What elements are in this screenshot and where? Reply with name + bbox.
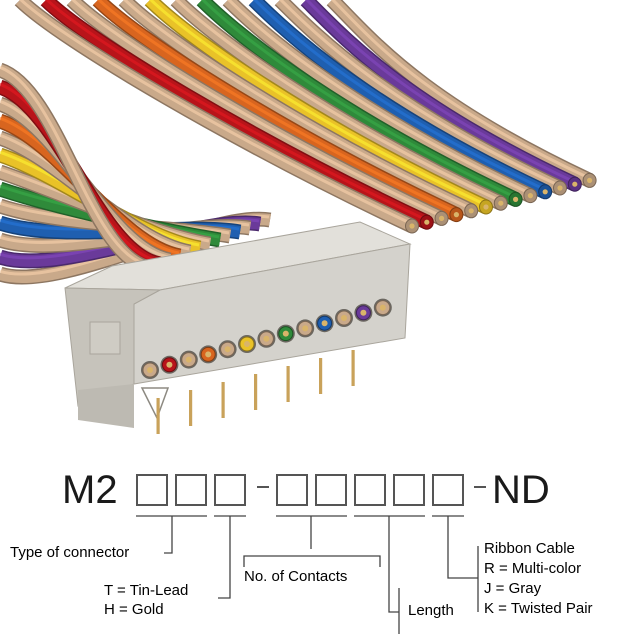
wire-core — [513, 196, 519, 202]
part-number-box-length-2 — [393, 474, 425, 506]
connector-pin — [319, 358, 323, 394]
label-number-of-contacts: No. of Contacts — [244, 568, 348, 585]
contact-core — [282, 330, 289, 337]
wire-core — [527, 193, 534, 199]
connector-pin — [254, 374, 258, 410]
wire-core — [498, 200, 504, 206]
contact-core — [379, 304, 386, 311]
connector-housing — [64, 221, 412, 434]
back-wire-highlight — [122, 0, 470, 210]
label-cable-twisted-pair: K = Twisted Pair — [484, 600, 593, 617]
wire-core — [557, 185, 563, 191]
part-number-dash-1 — [257, 486, 269, 488]
contact-core — [166, 361, 173, 368]
polarization-key-mark — [140, 387, 170, 420]
label-plating-tin-lead: T = Tin-Lead — [104, 582, 189, 599]
contact-core — [147, 367, 153, 373]
back-wire-highlight — [278, 0, 559, 187]
contact-core — [185, 356, 192, 363]
connector-pin — [221, 382, 225, 418]
wire-core — [572, 181, 578, 187]
ribbon-cable-back-bundle — [14, 0, 597, 234]
part-number-dash-2 — [474, 486, 486, 488]
back-wire-highlight — [330, 0, 589, 179]
contact-core — [244, 341, 250, 347]
ribbon-cable-front-bundle — [0, 62, 272, 285]
wire-core — [409, 223, 415, 229]
label-cable-gray: J = Gray — [484, 580, 542, 597]
wire-core — [439, 215, 445, 221]
wire-core — [453, 212, 459, 218]
part-number-box-cable — [432, 474, 464, 506]
wire-core — [542, 189, 548, 195]
connector-latch — [89, 321, 121, 355]
wire-core — [424, 219, 430, 225]
wire-core — [483, 204, 489, 210]
label-cable-multicolor: R = Multi-color — [484, 560, 582, 577]
part-number-box-contacts-2 — [315, 474, 347, 506]
contact-core — [224, 346, 231, 353]
back-wire-highlight — [200, 0, 515, 198]
ribbon-cable-assembly-illustration — [0, 0, 597, 434]
wire-core — [468, 208, 474, 214]
wire-core — [587, 177, 593, 183]
back-wire-highlight — [96, 0, 456, 213]
contact-core — [360, 309, 367, 316]
label-plating-gold: H = Gold — [104, 601, 164, 618]
back-wire-highlight — [148, 0, 485, 206]
part-number-box-contacts-1 — [276, 474, 308, 506]
contact-core — [263, 335, 270, 342]
connector-pin — [189, 390, 193, 426]
connector-pin — [351, 350, 355, 386]
back-wire-highlight — [252, 0, 544, 191]
contact-core — [321, 320, 328, 327]
part-number-box-plating-1 — [175, 474, 207, 506]
contact-core — [341, 315, 347, 321]
contact-core — [302, 325, 309, 332]
connector-base — [78, 384, 134, 428]
connector-pin — [286, 366, 290, 402]
part-number-box-length-1 — [354, 474, 386, 506]
connector-pin — [156, 398, 160, 434]
back-wire-highlight — [45, 0, 426, 221]
contact-core — [205, 351, 212, 358]
label-ribbon-cable: Ribbon Cable — [484, 540, 575, 557]
back-wire-highlight — [19, 0, 411, 225]
part-number-prefix: M2 — [62, 468, 118, 512]
back-wire-highlight — [71, 0, 441, 217]
part-number-suffix: ND — [492, 468, 550, 512]
back-wire-highlight — [304, 0, 574, 183]
back-wire-highlight — [226, 0, 530, 194]
label-length: Length — [408, 602, 454, 619]
back-wire-highlight — [174, 0, 500, 202]
part-number-box-plating-2 — [214, 474, 246, 506]
front-wire-highlight — [0, 65, 150, 267]
label-type-of-connector: Type of connector — [10, 544, 130, 561]
part-number-box-connector-type — [136, 474, 168, 506]
